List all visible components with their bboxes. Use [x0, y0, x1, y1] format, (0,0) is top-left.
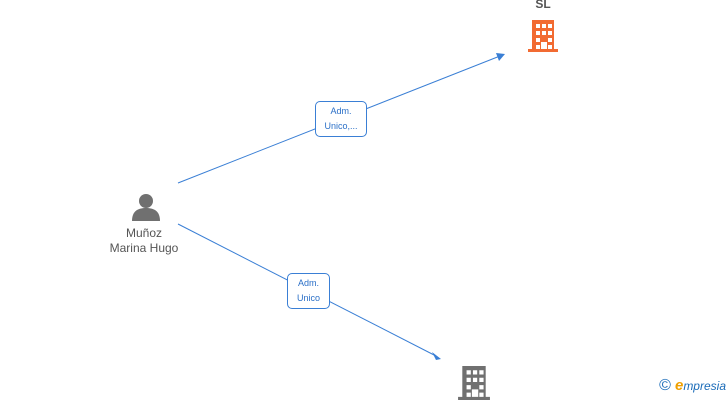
- brand-name: empresia: [674, 377, 726, 394]
- building-icon[interactable]: [458, 366, 490, 405]
- edge-label-role-1[interactable]: Adm. Unico,...: [315, 101, 367, 137]
- person-name-line1: Muñoz: [125, 226, 163, 240]
- arrowhead-company-1: [496, 53, 505, 61]
- copyright-icon: ©: [659, 376, 671, 394]
- arrowhead-company-2: [432, 352, 441, 360]
- edge-label-role-2[interactable]: Adm. Unico: [287, 273, 330, 309]
- edge-label-1-line1: Adm.: [330, 106, 352, 116]
- person-name-label[interactable]: Muñoz Marina Hugo: [96, 226, 192, 256]
- edge-label-1-line2: Unico,...: [324, 121, 358, 131]
- edge-label-2-line1: Adm.: [297, 278, 319, 288]
- person-icon[interactable]: [130, 192, 162, 227]
- building-icon[interactable]: [528, 20, 558, 57]
- brand-watermark: © empresia: [659, 377, 726, 394]
- person-name-line2: Marina Hugo: [109, 241, 179, 255]
- company-name-top: SL: [535, 0, 551, 11]
- edge-label-2-line2: Unico: [296, 293, 320, 303]
